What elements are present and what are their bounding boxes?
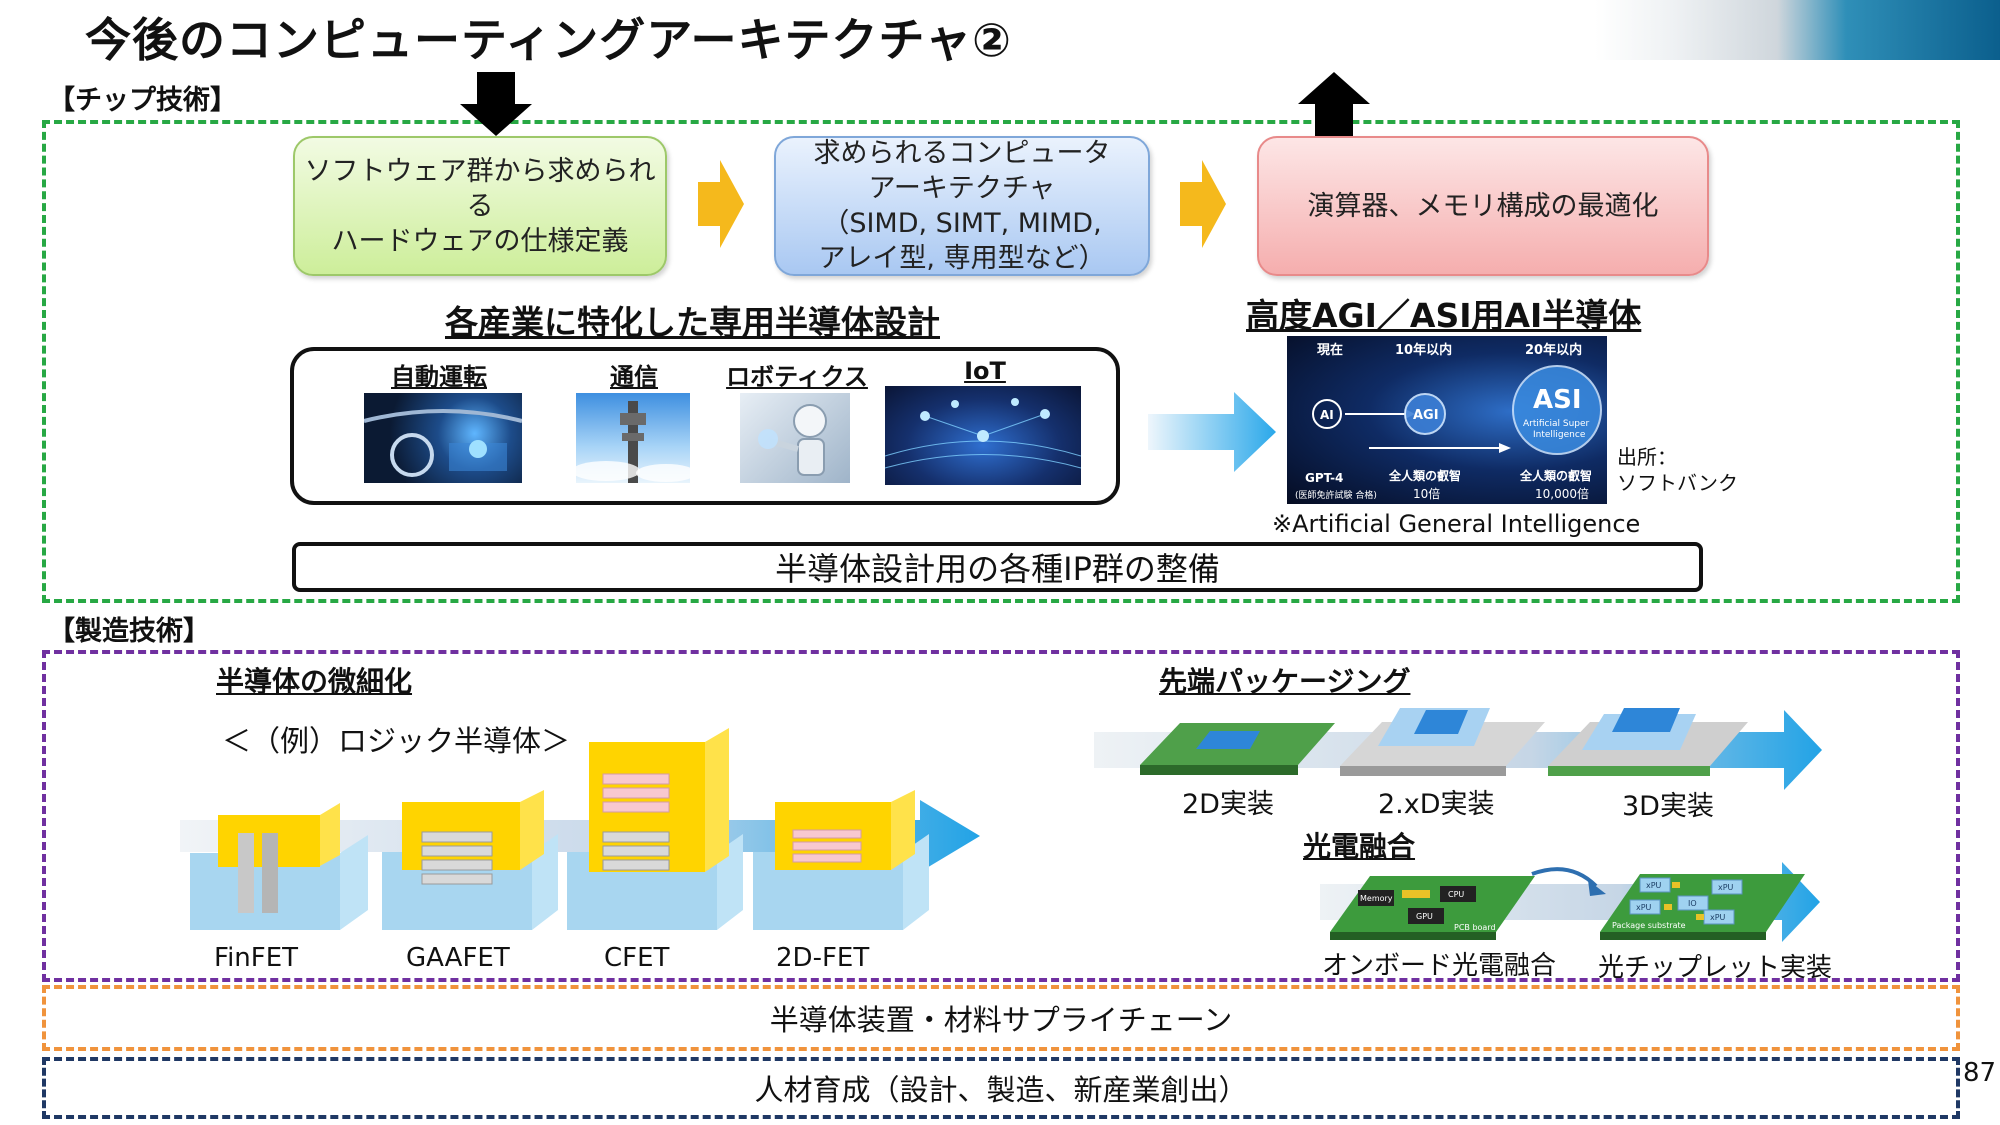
chip-label: PCB board [1454,923,1496,932]
chip-section-label: 【チップ技術】 [48,85,237,116]
flow-line: アーキテクチャ [868,173,1056,204]
2xd-package-illustration [1340,708,1545,776]
transistor-label: 2D-FET [776,943,870,973]
flow-box-hardware-spec: ソフトウェア群から求められるハードウェアの仕様定義 [293,136,667,276]
agi-col-label: 20年以内 [1525,342,1582,358]
agi-bottom-sub: (医師免許試験 合格) [1295,489,1377,501]
photonics-curve-arrow-icon [1531,867,1606,896]
mfg-section-frame [42,650,1960,982]
2d-package-illustration [1140,723,1335,775]
flow-line: ソフトウェア群から求められる [304,155,656,222]
industry-label: 自動運転 [391,363,487,391]
agi-node-agi: AGI [1413,408,1439,423]
source-line: ソフトバンク [1617,471,1738,495]
iot-network-image [885,386,1081,485]
chip-label: Memory [1360,894,1393,903]
flow-line: 求められるコンピュータ [813,138,1111,169]
chip-section-frame [42,120,1960,603]
transistor-label: CFET [604,943,670,973]
scaling-heading: 半導体の微細化 [216,665,413,698]
chip-label: xPU [1636,903,1652,912]
agi-bottom-main: 全人類の叡智 [1519,468,1592,483]
industry-heading: 各産業に特化した専用半導体設計 [445,303,940,342]
flow-box-optimization: 演算器、メモリ構成の最適化 [1257,136,1709,276]
photonics-arrow-icon [1320,862,1820,942]
photonics-label: 光チップレット実装 [1598,953,1833,983]
agi-bottom-main: 全人類の叡智 [1388,468,1461,483]
cfet-illustration [567,728,743,930]
flow-line: 演算器、メモリ構成の最適化 [1307,190,1659,222]
chip-label: IO [1688,899,1697,908]
flow-box-architecture: 求められるコンピュータアーキテクチャ （SIMD, SIMT, MIMD, アレイ型… [774,136,1150,276]
photonics-label: オンボード光電融合 [1322,951,1557,981]
agi-footnote: ※Artificial General Intelligence [1272,510,1641,538]
agi-heading: 高度AGI／ASI用AI半導体 [1246,296,1642,335]
flow-line: アレイ型, 専用型など） [818,243,1106,274]
3d-package-illustration [1548,708,1748,776]
page-title: 今後のコンピューティングアーキテクチャ② [85,13,1012,67]
photonics-heading: 光電融合 [1303,830,1416,863]
agi-col-label: 10年以内 [1395,342,1452,358]
packaging-label: 3D実装 [1622,791,1714,822]
agi-bottom-sub: 10倍 [1413,486,1440,501]
gaafet-illustration [382,790,558,930]
industry-box [290,347,1120,505]
flow-arrow-icon [1180,160,1226,248]
up-arrow-icon [1298,72,1370,136]
chip-label: xPU [1718,883,1734,892]
finfet-illustration [190,803,368,930]
ip-bar: 半導体設計用の各種IP群の整備 [292,542,1703,592]
flow-line: ハードウェアの仕様定義 [331,225,629,257]
asi-sub-label: Intelligence [1533,430,1586,440]
flow-line: （SIMD, SIMT, MIMD, [822,208,1102,239]
down-arrow-icon [460,72,532,136]
transistor-label: GAAFET [406,943,510,973]
agi-bottom-main: GPT-4 [1305,471,1343,485]
robot-image [740,393,850,483]
asi-sub-label: Artificial Super [1523,419,1590,429]
agi-node-asi: ASI [1533,385,1582,415]
supply-chain-bar: 半導体装置・材料サプライチェーン [42,985,1960,1051]
scaling-example: ＜（例）ロジック半導体＞ [222,724,571,758]
onboard-photonics-illustration: Memory CPU GPU PCB board [1330,876,1535,940]
agi-col-label: 現在 [1317,342,1343,358]
header-gradient-decoration [1595,0,2000,60]
industry-label: ロボティクス [726,363,868,391]
scaling-arrow-icon [180,800,980,872]
packaging-label: 2D実装 [1182,789,1274,820]
industry-label: 通信 [610,363,658,391]
industry-to-agi-arrow-icon [1148,392,1276,472]
agi-node-ai: AI [1320,408,1334,422]
mfg-section-label: 【製造技術】 [48,616,210,647]
flow-arrow-icon [698,160,744,248]
2dfet-illustration [753,790,929,930]
packaging-label: 2.xD実装 [1378,789,1495,820]
packaging-heading: 先端パッケージング [1159,665,1411,698]
photonic-chiplet-illustration: xPU xPU IO xPU xPU Package substrate [1600,874,1805,940]
human-resources-bar: 人材育成（設計、製造、新産業創出） [42,1057,1960,1119]
page-number: 87 [1963,1058,1997,1088]
source-line: 出所： [1617,445,1677,469]
telecom-tower-image [576,393,690,483]
source-note: 出所： ソフトバンク [1617,444,1738,496]
chip-label: xPU [1710,913,1726,922]
car-dashboard-image [364,393,522,483]
industry-label: IoT [964,357,1006,385]
agi-bottom-sub: 10,000倍 [1535,486,1589,501]
chip-label: xPU [1646,881,1662,890]
agi-roadmap-figure: 現在 10年以内 20年以内 AI AGI ASI Artificial Sup… [1287,336,1607,504]
transistor-label: FinFET [214,943,299,973]
chip-label: CPU [1448,890,1464,899]
chip-label: Package substrate [1612,921,1686,930]
chip-label: GPU [1416,912,1433,921]
